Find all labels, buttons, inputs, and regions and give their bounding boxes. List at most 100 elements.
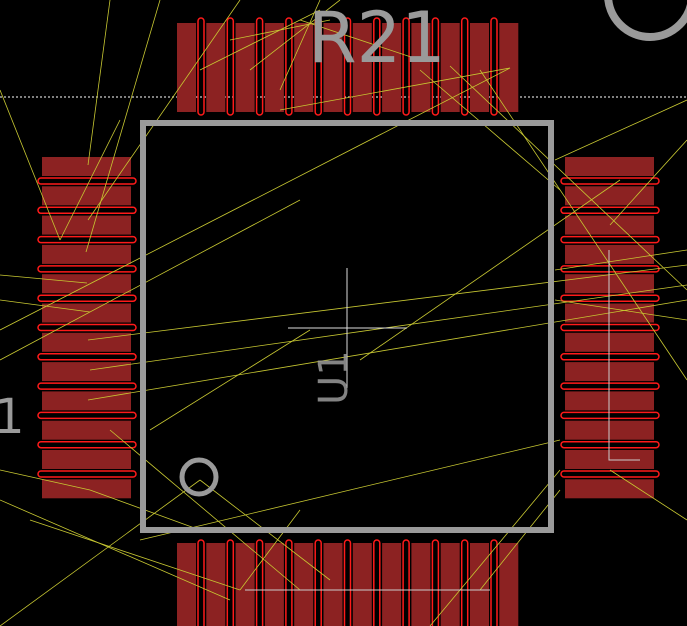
pad-right[interactable] — [565, 215, 654, 235]
trace-lines — [245, 250, 640, 591]
pad-left[interactable] — [42, 244, 131, 264]
ratsnest-line — [0, 67, 511, 331]
pad-bottom-inner[interactable] — [402, 539, 410, 626]
pad-bottom[interactable] — [499, 543, 519, 626]
pad-bottom[interactable] — [411, 543, 431, 626]
pad-top[interactable] — [235, 23, 255, 112]
silkscreen-arc — [604, 0, 687, 41]
pad-bottom[interactable] — [470, 543, 489, 626]
pad-bottom[interactable] — [235, 543, 255, 626]
pad-right-inner[interactable] — [560, 470, 660, 478]
pad-top[interactable] — [411, 23, 431, 112]
pad-left[interactable] — [42, 420, 131, 440]
pad-left-inner[interactable] — [37, 294, 137, 302]
ratsnest-line — [139, 439, 561, 541]
pad-top[interactable] — [470, 23, 489, 112]
left-label-fragment: 1 — [0, 389, 25, 445]
pad-top-inner[interactable] — [373, 17, 381, 116]
pad-left[interactable] — [42, 157, 131, 176]
pad-right-inner[interactable] — [560, 411, 660, 420]
pad-right-inner[interactable] — [560, 353, 660, 361]
pad-bottom-inner[interactable] — [343, 539, 352, 626]
pad-top[interactable] — [382, 23, 402, 112]
pad-left-inner[interactable] — [37, 206, 137, 215]
pad-left-inner[interactable] — [37, 323, 137, 332]
pad-right-inner[interactable] — [560, 177, 660, 185]
pad-top[interactable] — [440, 23, 460, 112]
pad-bottom-inner[interactable] — [490, 539, 498, 626]
pad-top-inner[interactable] — [460, 17, 469, 116]
pad-top[interactable] — [206, 23, 226, 112]
ratsnest-line — [239, 509, 301, 591]
pad-left-inner[interactable] — [37, 470, 137, 478]
pad-bottom-inner[interactable] — [460, 539, 469, 626]
pad-left-inner[interactable] — [37, 265, 137, 273]
pad-top-inner[interactable] — [197, 17, 205, 116]
pad-bottom-inner[interactable] — [255, 539, 264, 626]
pad-top-inner[interactable] — [255, 17, 264, 116]
pad-left[interactable] — [42, 274, 131, 294]
pad-right-inner[interactable] — [560, 323, 660, 332]
pad-top[interactable] — [499, 23, 519, 112]
pad-bottom[interactable] — [177, 543, 196, 626]
pad-right[interactable] — [565, 186, 654, 206]
pad-left[interactable] — [42, 186, 131, 206]
pad-left[interactable] — [42, 215, 131, 235]
pad-right-inner[interactable] — [560, 440, 660, 449]
u1-pads — [37, 17, 660, 626]
pad-top-inner[interactable] — [431, 17, 440, 116]
pad-left[interactable] — [42, 303, 131, 323]
pad-bottom[interactable] — [352, 543, 372, 626]
pad-left-inner[interactable] — [37, 440, 137, 449]
ratsnest-line — [0, 89, 61, 241]
pad-left[interactable] — [42, 362, 131, 382]
ratsnest-line — [279, 67, 511, 111]
r21-reference-label[interactable]: R21 — [308, 0, 446, 79]
pin1-marker — [179, 457, 219, 497]
pad-left-inner[interactable] — [37, 353, 137, 361]
pad-bottom-inner[interactable] — [197, 539, 205, 626]
pad-right-inner[interactable] — [560, 294, 660, 302]
pad-right-inner[interactable] — [560, 382, 660, 390]
pad-top[interactable] — [352, 23, 372, 112]
pad-bottom[interactable] — [294, 543, 314, 626]
pad-bottom-inner[interactable] — [314, 539, 322, 626]
u1-reference-label[interactable]: U1 — [311, 350, 357, 405]
pad-right[interactable] — [565, 479, 654, 499]
ratsnest-line — [479, 489, 561, 591]
pad-bottom[interactable] — [264, 543, 284, 626]
pad-top[interactable] — [323, 23, 343, 112]
pad-bottom-inner[interactable] — [285, 539, 293, 626]
pad-bottom[interactable] — [440, 543, 460, 626]
pad-bottom-inner[interactable] — [226, 539, 235, 626]
pad-top-inner[interactable] — [490, 17, 498, 116]
pad-bottom[interactable] — [382, 543, 402, 626]
pad-bottom[interactable] — [323, 543, 343, 626]
pad-left-inner[interactable] — [37, 235, 137, 244]
pad-top-inner[interactable] — [226, 17, 235, 116]
pad-top-inner[interactable] — [285, 17, 293, 116]
pad-left[interactable] — [42, 450, 131, 469]
pad-left-inner[interactable] — [37, 411, 137, 420]
ratsnest-line — [0, 199, 301, 361]
pad-bottom-inner[interactable] — [373, 539, 381, 626]
pad-top[interactable] — [264, 23, 284, 112]
pad-right-inner[interactable] — [560, 235, 660, 244]
pad-right[interactable] — [565, 157, 654, 176]
pad-left[interactable] — [42, 332, 131, 352]
ratsnest-line — [109, 429, 301, 591]
pad-left-inner[interactable] — [37, 382, 137, 390]
pad-right-inner[interactable] — [560, 206, 660, 215]
pad-bottom-inner[interactable] — [431, 539, 440, 626]
pad-bottom[interactable] — [206, 543, 226, 626]
pad-top-inner[interactable] — [343, 17, 352, 116]
pad-left-inner[interactable] — [37, 177, 137, 185]
pad-top-inner[interactable] — [402, 17, 410, 116]
pad-top-inner[interactable] — [314, 17, 322, 116]
pad-top[interactable] — [294, 23, 314, 112]
pad-top[interactable] — [177, 23, 196, 112]
pad-left[interactable] — [42, 391, 131, 411]
ratsnest-line — [149, 329, 311, 431]
